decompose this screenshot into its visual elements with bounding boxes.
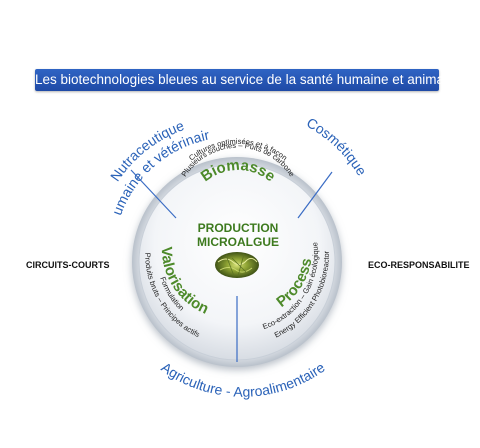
microalgae-image	[215, 252, 259, 278]
center-line2: MICROALGUE	[197, 235, 279, 249]
center-line1: PRODUCTION	[198, 221, 279, 235]
banner-title: Les biotechnologies bleues au service de…	[35, 69, 455, 91]
label-circuits-courts: CIRCUITS-COURTS	[26, 260, 110, 270]
divider-nutra	[130, 169, 177, 219]
outer-label-cosmetique: Cosmétique	[304, 114, 370, 178]
divider-cosm	[297, 171, 333, 219]
label-eco-responsabilite: ECO-RESPONSABILITE	[368, 260, 470, 270]
